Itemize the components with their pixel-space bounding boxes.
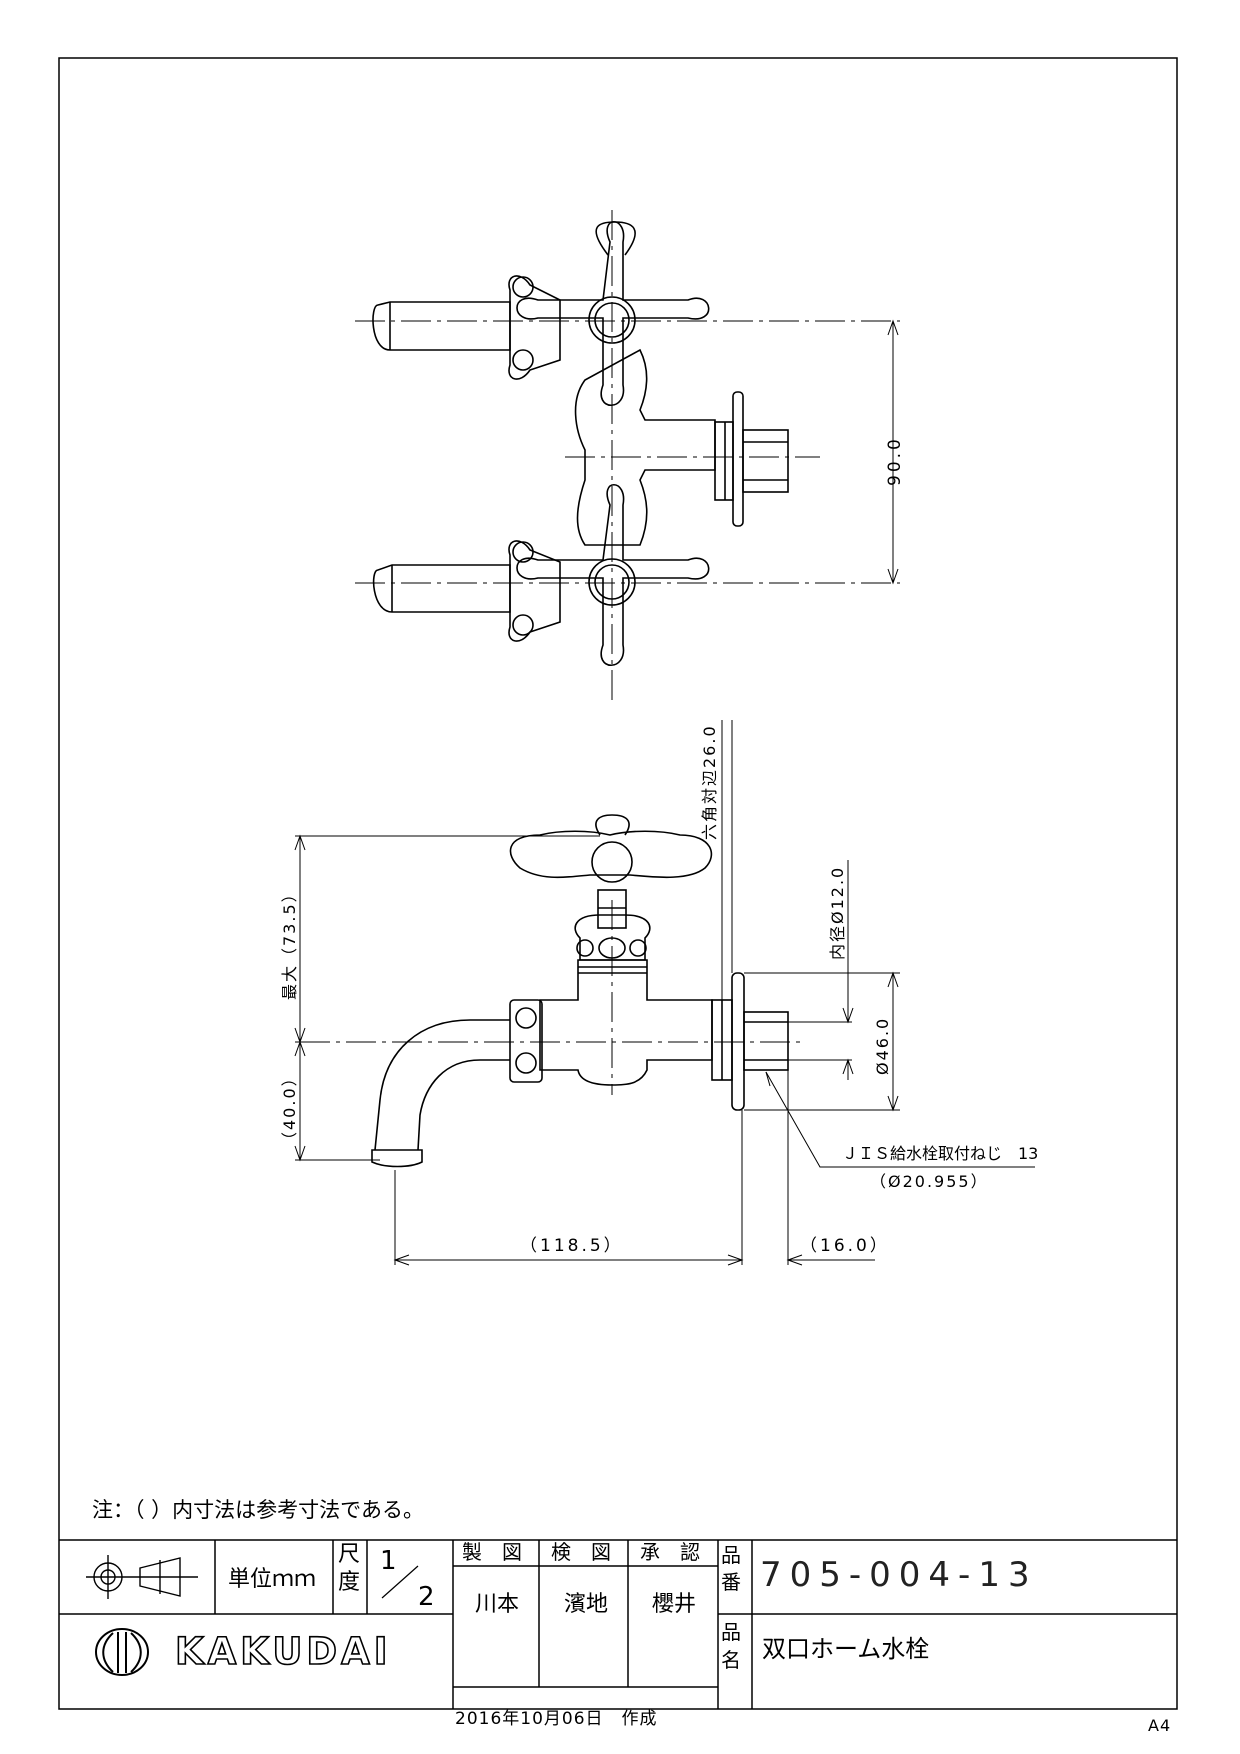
dim-thread-dia: （Ø20.955）	[870, 1172, 989, 1191]
dim-flange-dia: Ø46.0	[873, 1016, 892, 1075]
scale-denominator: 2	[418, 1582, 435, 1612]
side-view	[371, 814, 789, 1168]
name-approver: 櫻井	[652, 1592, 697, 1617]
dim-max-height: 最大（73.5）	[280, 884, 299, 1000]
created-date: 2016年10月06日 作成	[455, 1709, 658, 1729]
header-approver: 承 認	[640, 1540, 700, 1564]
sheet-size: A4	[1148, 1716, 1172, 1735]
kakudai-logo-icon	[95, 1628, 149, 1676]
part-number-label-2: 番	[721, 1570, 741, 1594]
drawing-note: 注：（ ）内寸法は参考寸法である。	[92, 1498, 424, 1522]
dim-thread-label: ＪＩＳ給水栓取付ねじ 13	[842, 1144, 1039, 1163]
projection-symbol-icon	[86, 1555, 198, 1599]
brand-name: KAKUDAI	[174, 1630, 392, 1673]
dim-length: （118.5）	[520, 1236, 624, 1256]
dim-thread-len: （16.0）	[800, 1236, 890, 1256]
dim-hex-width: 六角対辺26.0	[700, 724, 719, 840]
scale-label-1: 尺	[338, 1542, 361, 1567]
dim-spout-height: （40.0）	[280, 1068, 299, 1148]
part-name-label-2: 名	[721, 1648, 741, 1672]
name-drafter: 川本	[475, 1592, 520, 1617]
header-drafter: 製 図	[462, 1540, 522, 1564]
part-number-label-1: 品	[721, 1543, 741, 1567]
unit-label: 単位ｍｍ	[228, 1567, 317, 1592]
part-name-label-1: 品	[721, 1620, 741, 1644]
scale-label-2: 度	[338, 1570, 361, 1595]
title-block	[59, 1539, 1177, 1709]
header-checker: 検 図	[551, 1540, 611, 1564]
part-name: 双口ホーム水栓	[762, 1635, 930, 1663]
dim-inner-dia: 内径Ø12.0	[828, 865, 847, 960]
part-number: 705-004-13	[760, 1555, 1038, 1595]
top-view	[372, 220, 789, 667]
dim-top-height: 90.0	[885, 436, 905, 486]
name-checker: 濱地	[564, 1592, 609, 1617]
scale-numerator: 1	[380, 1546, 397, 1576]
sheet-border	[58, 57, 1178, 1710]
